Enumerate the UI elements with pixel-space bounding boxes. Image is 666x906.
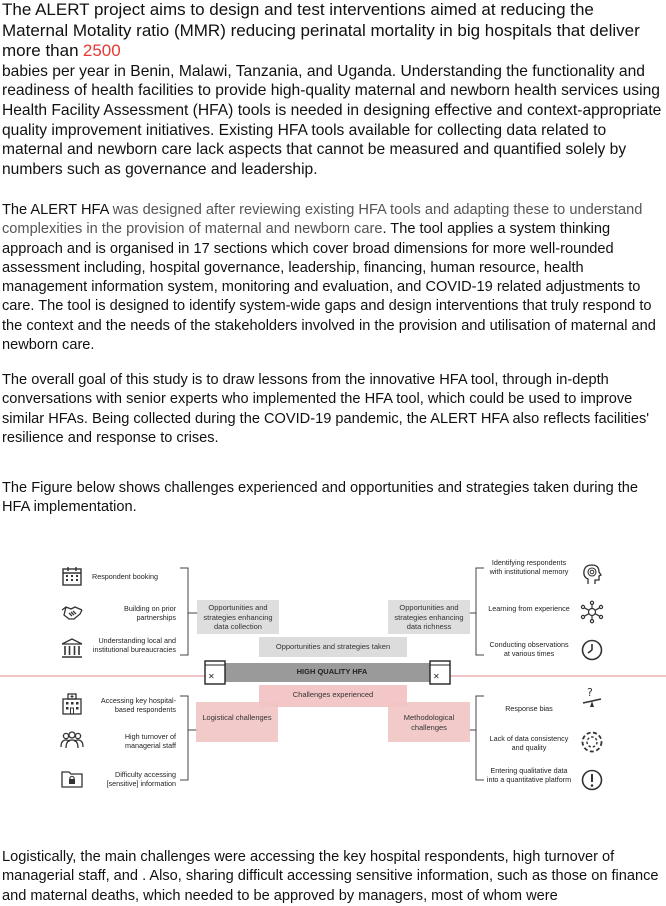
right-bottom-item-2: Lack of data consistency and quality — [489, 734, 569, 752]
chal-left-label: Logistical challenges — [202, 713, 272, 722]
bracket-left-bottom — [180, 695, 189, 781]
hospital-icon — [60, 692, 84, 716]
goal-paragraph: The overall goal of this study is to dra… — [2, 372, 650, 446]
right-bottom-item-1: Response bias — [505, 704, 553, 713]
svg-text:✕: ✕ — [208, 672, 215, 681]
bracket-left-top — [180, 567, 189, 656]
intro-lead: The ALERT project aims to design and tes… — [2, 0, 640, 61]
right-top-item-2: Learning from experience — [488, 604, 570, 613]
svg-text:?: ? — [587, 686, 593, 699]
center-bar-shape — [218, 663, 446, 682]
opp-right-box-shape — [388, 600, 470, 634]
bracket-right-top — [475, 567, 484, 656]
left-top-item-2: Building on prior partnerships — [124, 604, 176, 622]
dashed-circle-icon — [580, 730, 604, 754]
chal-center-label: Challenges experienced — [292, 690, 374, 699]
hfa-gray-text: was designed after reviewing existing HF… — [2, 202, 643, 238]
opp-left-box-shape — [197, 600, 279, 634]
hfa-figure: ✕ ✕ HIGH QUALITY HFA Opportunities and s… — [0, 548, 666, 810]
hfa-rest: . The tool applies a system thinking app… — [2, 221, 656, 354]
head-memory-icon — [580, 562, 604, 586]
center-bar-label: HIGH QUALITY HFA — [296, 667, 368, 676]
highlight-number: 2500 — [82, 41, 121, 61]
end-cap-left: ✕ — [204, 660, 226, 685]
chal-center-box-shape — [259, 685, 407, 707]
svg-text:✕: ✕ — [433, 672, 440, 681]
left-top-item-1: Respondent booking — [92, 572, 158, 581]
intro-paragraph: The ALERT project aims to design and tes… — [2, 0, 664, 179]
exclamation-icon — [580, 768, 604, 792]
right-top-item-3: Conducting observations at various times — [489, 640, 569, 658]
clock-icon — [580, 638, 604, 662]
chal-left-box-shape — [196, 702, 278, 742]
opp-right-label: Opportunities and strategies enhancing d… — [394, 603, 464, 631]
intro-rest: babies per year in Benin, Malawi, Tanzan… — [2, 62, 662, 178]
question-scale-icon: ? — [580, 686, 604, 710]
figure-intro-paragraph: The Figure below shows challenges experi… — [2, 480, 639, 516]
opp-left-label: Opportunities and strategies enhancing d… — [203, 603, 273, 631]
locked-folder-icon — [60, 766, 84, 790]
right-bottom-item-3: Entering qualitative data into a quantit… — [486, 766, 572, 784]
end-cap-right: ✕ — [429, 660, 451, 685]
chal-right-label: Methodological challenges — [403, 713, 455, 732]
logistics-paragraph: Logistically, the main challenges were a… — [2, 849, 659, 904]
network-icon — [580, 600, 604, 624]
institution-icon — [60, 636, 84, 660]
left-bottom-item-1: Accessing key hospital-based respondents — [100, 696, 176, 714]
left-top-item-3: Understanding local and institutional bu… — [92, 636, 176, 654]
opp-center-box-shape — [259, 637, 407, 657]
hfa-start: The ALERT HFA — [2, 202, 109, 218]
figure-shapes: ✕ ✕ — [0, 567, 666, 781]
right-top-item-1: Identifying respondents with institution… — [489, 558, 569, 576]
handshake-icon — [60, 600, 84, 624]
calendar-icon — [60, 564, 84, 588]
left-bottom-item-2: High turnover of managerial staff — [124, 732, 176, 750]
chal-right-box-shape — [388, 702, 470, 742]
hfa-paragraph: The ALERT HFA was designed after reviewi… — [2, 201, 664, 355]
left-bottom-item-3: Difficulty accessing [sensitive] informa… — [106, 770, 176, 788]
opp-center-label: Opportunities and strategies taken — [275, 642, 391, 651]
bracket-right-bottom — [475, 695, 484, 781]
staff-icon — [60, 728, 84, 752]
